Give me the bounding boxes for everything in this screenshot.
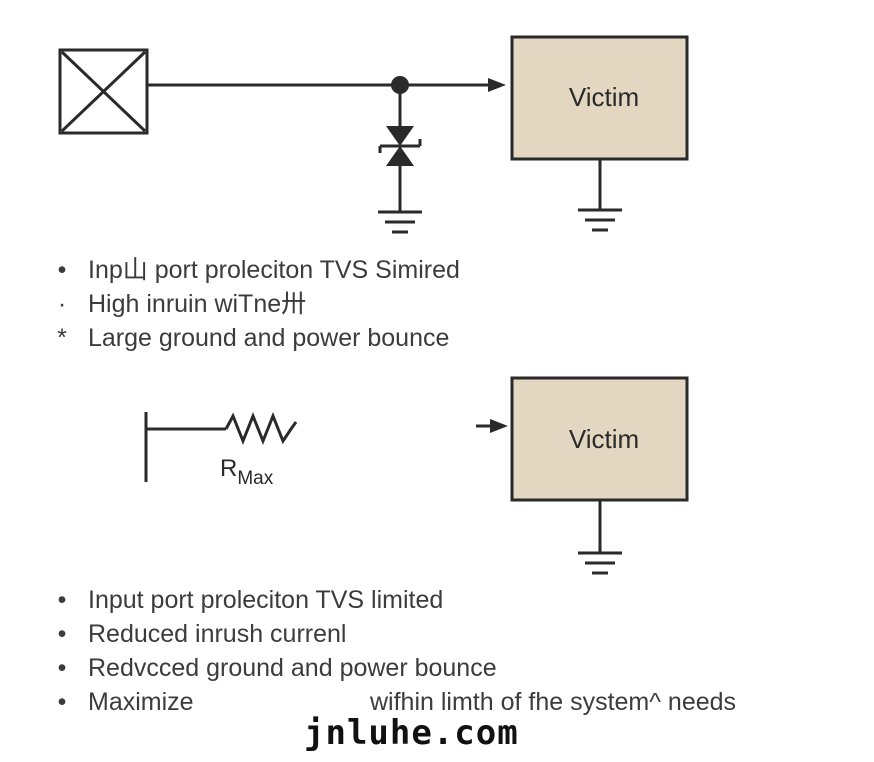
resistor-label-sub: Max [237,468,273,489]
bullet-text: Maximize [88,688,194,716]
watermark-text: jnluhe.com [304,713,519,753]
bullet-marker: * [57,324,67,352]
list-item: * Large ground and power bounce [52,321,752,355]
bottom-victim-ground-symbol [578,551,622,575]
bullet-marker: • [57,688,67,716]
bullet-text: Reduced inrush currenl [88,620,347,648]
top-bullet-list: • Inp山 port proleciton TVS Simired · Hig… [52,253,752,355]
input-port-edge [144,412,226,482]
bullet-marker: • [57,256,67,284]
resistor-label-main: R [220,455,237,482]
resistor-symbol [224,411,298,446]
tvs-ground-symbol [378,210,422,234]
list-item: • Inp山 port proleciton TVS Simired [52,253,752,287]
bottom-bullet-list: • Input port proleciton TVS limited • Re… [52,583,832,719]
bullet-text-continuation: wifhin limth of fhe system^ needs [370,688,737,716]
tvs-diode-symbol [378,85,422,212]
bullet-text: Inp山 port proleciton TVS Simired [88,256,460,284]
bullet-marker: • [57,620,67,648]
bullet-text: High inruin wiTne卅 [88,290,307,318]
bottom-arrow-head [490,419,508,433]
bullet-text: Large ground and power bounce [88,324,450,352]
bullet-marker: • [57,586,67,614]
bullet-text: Input port proleciton TVS limited [88,586,444,614]
bullet-marker: • [57,654,67,682]
top-arrow-head [488,78,506,92]
list-item: • Reduced inrush currenl [52,617,832,651]
input-port-symbol [58,48,149,135]
top-victim-box [510,35,689,161]
bullet-text: Redvcced ground and power bounce [88,654,497,682]
bottom-victim-box [510,376,689,502]
top-victim-label: Victim [569,82,639,112]
list-item: · High inruin wiTne卅 [52,287,752,321]
top-victim-ground-symbol [578,208,622,232]
resistor-label: RMax [220,455,274,489]
list-item: • Input port proleciton TVS limited [52,583,832,617]
bottom-victim-label: Victim [569,424,639,454]
list-item: • Maximize wifhin limth of fhe system^ n… [52,685,832,719]
list-item: • Redvcced ground and power bounce [52,651,832,685]
bullet-marker: · [57,290,67,318]
